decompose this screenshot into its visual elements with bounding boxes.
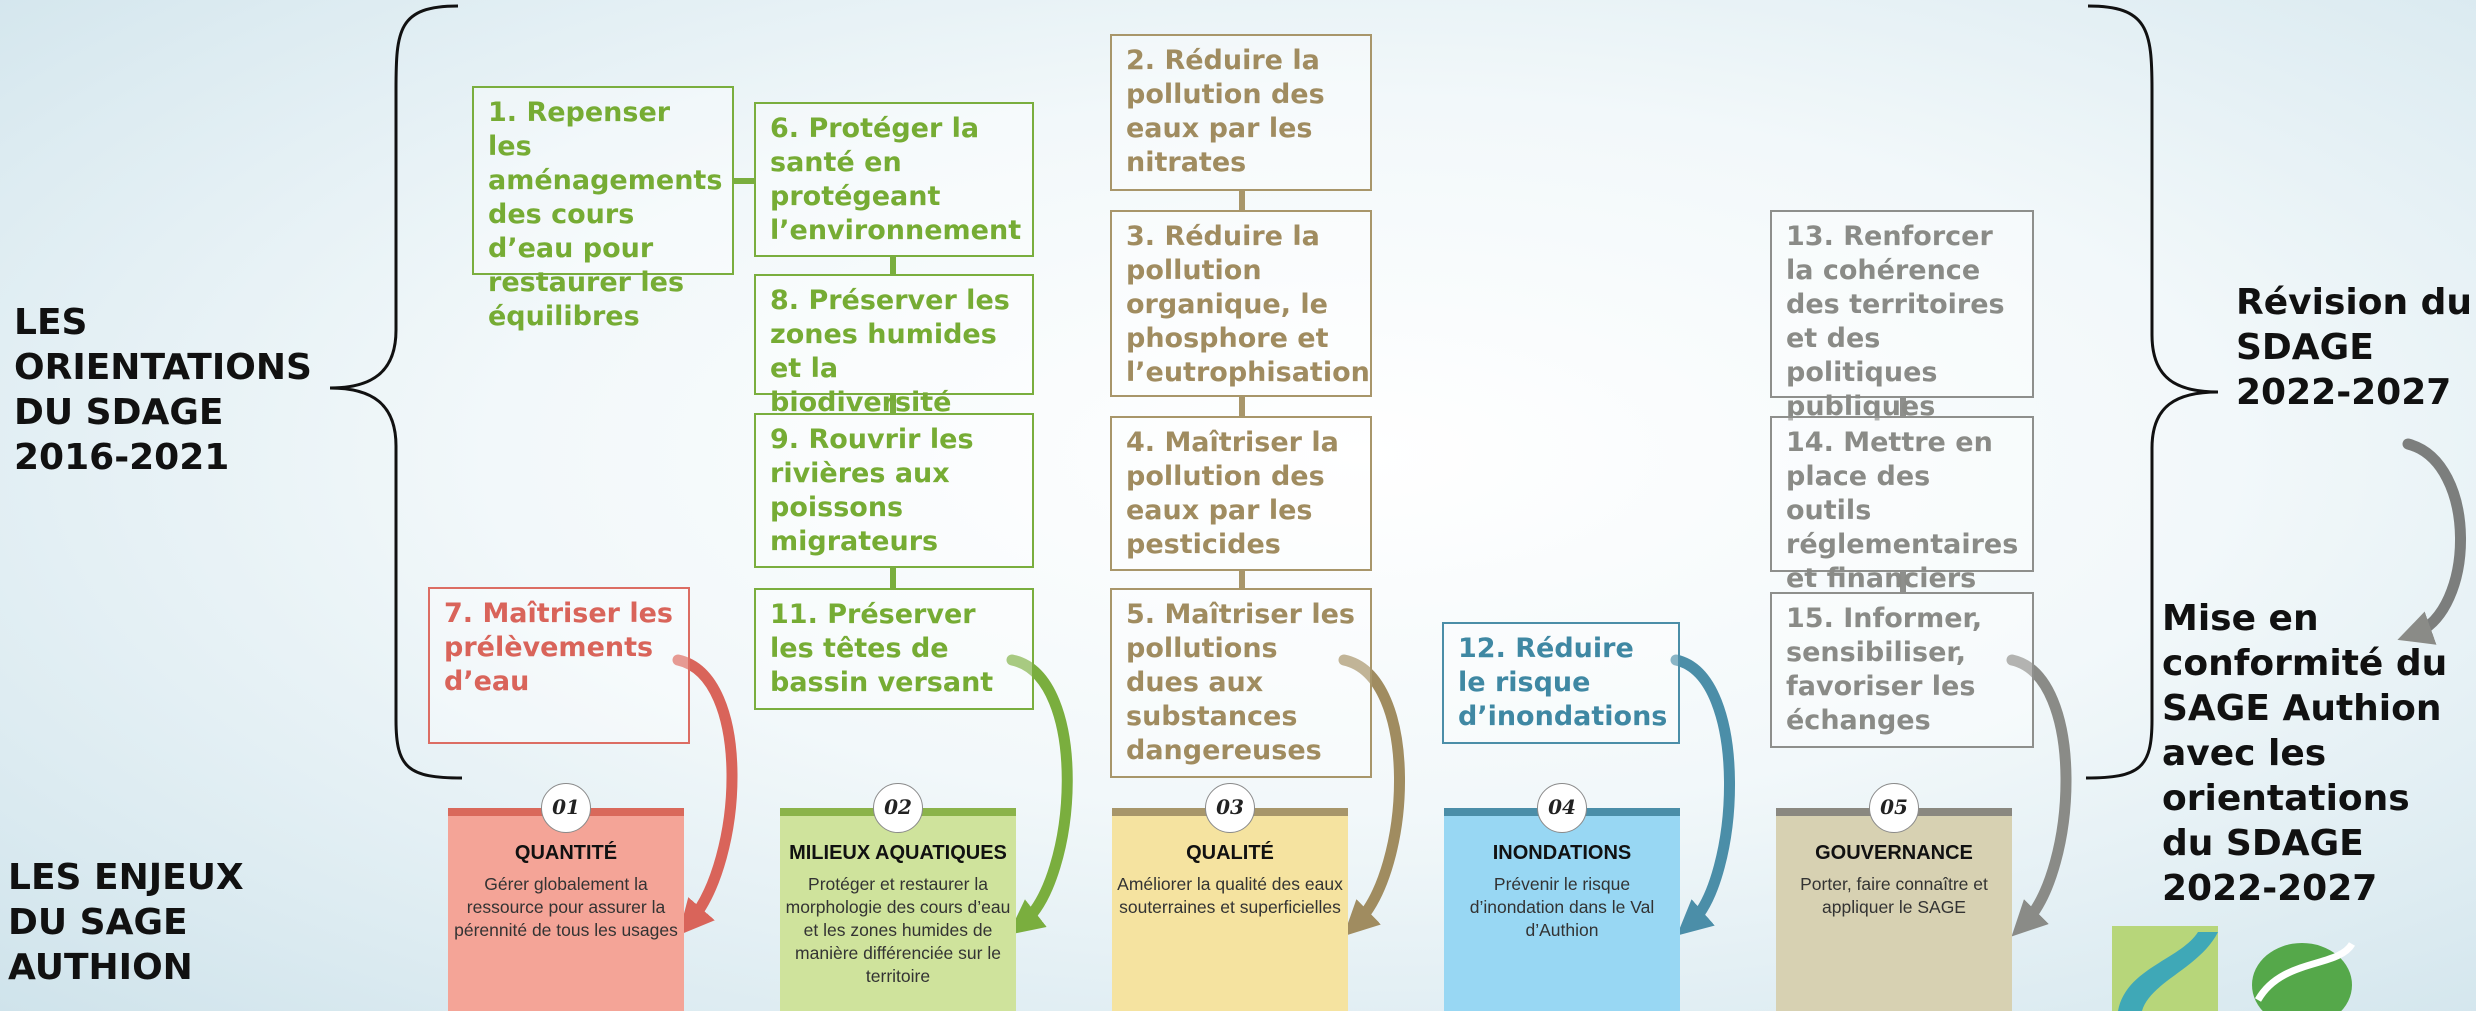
label-revision: Révision du SDAGE 2022-2027 (2236, 282, 2473, 413)
orientation-1: 1. Repenser les aménagements des cours d… (472, 86, 734, 332)
card-number: 05 (1869, 783, 1919, 833)
curved-arrow-icon (672, 654, 738, 936)
card-number: 01 (541, 783, 591, 833)
orientation-12: 12. Réduire le risque d’inondations (1442, 622, 1680, 744)
card-description: Porter, faire connaître et appliquer le … (1800, 874, 1988, 917)
orientation-4: 4. Maîtriser la pollution des eaux par l… (1110, 416, 1372, 571)
card-description: Améliorer la qualité des eaux souterrain… (1117, 874, 1343, 917)
card-description: Prévenir le risque d’inondation dans le … (1469, 874, 1655, 940)
card-title: GOUVERNANCE (1815, 842, 1973, 864)
label-enjeux: LES ENJEUX DU SAGE AUTHION (8, 857, 244, 988)
curved-arrow-icon (2006, 654, 2072, 937)
logo (2112, 926, 2356, 1011)
card-title: QUANTITÉ (514, 842, 618, 864)
enjeu-card-milieux-aquatiques: 02 MILIEUX AQUATIQUES Protéger et restau… (780, 783, 1016, 1011)
card-number: 03 (1205, 783, 1255, 833)
enjeu-card-quantite: 01 QUANTITÉ Gérer globalement la ressour… (448, 783, 684, 1011)
card-title: QUALITÉ (1186, 842, 1274, 864)
card-title: INONDATIONS (1492, 842, 1632, 864)
orientation-3: 3. Réduire la pollution organique, le ph… (1110, 210, 1372, 397)
enjeu-card-gouvernance: 05 GOUVERNANCE Porter, faire connaître e… (1776, 783, 2012, 1011)
orientation-5: 5. Maîtriser les pollutions dues aux sub… (1110, 588, 1372, 778)
orientation-7: 7. Maîtriser les prélèvements d’eau (428, 587, 690, 744)
orientation-13: 13. Renforcer la cohérence des territoir… (1770, 210, 2034, 422)
curved-arrow-icon (2397, 438, 2466, 645)
orientation-11: 11. Préserver les têtes de bassin versan… (754, 588, 1034, 710)
brace-right-icon (2085, 4, 2219, 780)
label-orientations: LES ORIENTATIONS DU SDAGE 2016-2021 (14, 302, 312, 478)
orientation-2: 2. Réduire la pollution des eaux par les… (1110, 34, 1372, 191)
card-description: Protéger et restaurer la morphologie des… (785, 874, 1011, 986)
orientation-8: 8. Préserver les zones humides et la bio… (754, 274, 1034, 418)
enjeu-card-qualite: 03 QUALITÉ Améliorer la qualité des eaux… (1112, 783, 1348, 1011)
orientation-6: 6. Protéger la santé en protégeant l’env… (754, 102, 1034, 257)
curved-arrow-icon (1338, 654, 1405, 937)
brace-left-icon (329, 4, 463, 780)
card-title: MILIEUX AQUATIQUES (789, 842, 1007, 864)
card-number: 02 (873, 783, 923, 833)
orientation-14: 14. Mettre en place des outils réglement… (1770, 416, 2034, 594)
label-conformite: Mise en conformité du SAGE Authion avec … (2162, 598, 2448, 909)
enjeu-card-inondations: 04 INONDATIONS Prévenir le risque d’inon… (1444, 783, 1680, 1011)
card-number: 04 (1537, 783, 1587, 833)
card-description: Gérer globalement la ressource pour assu… (454, 874, 678, 940)
orientation-15: 15. Informer, sensibiliser, favoriser le… (1770, 592, 2034, 748)
orientation-9: 9. Rouvrir les rivières aux poissons mig… (754, 413, 1034, 568)
curved-arrow-icon (1006, 654, 1073, 935)
curved-arrow-icon (1670, 654, 1735, 936)
